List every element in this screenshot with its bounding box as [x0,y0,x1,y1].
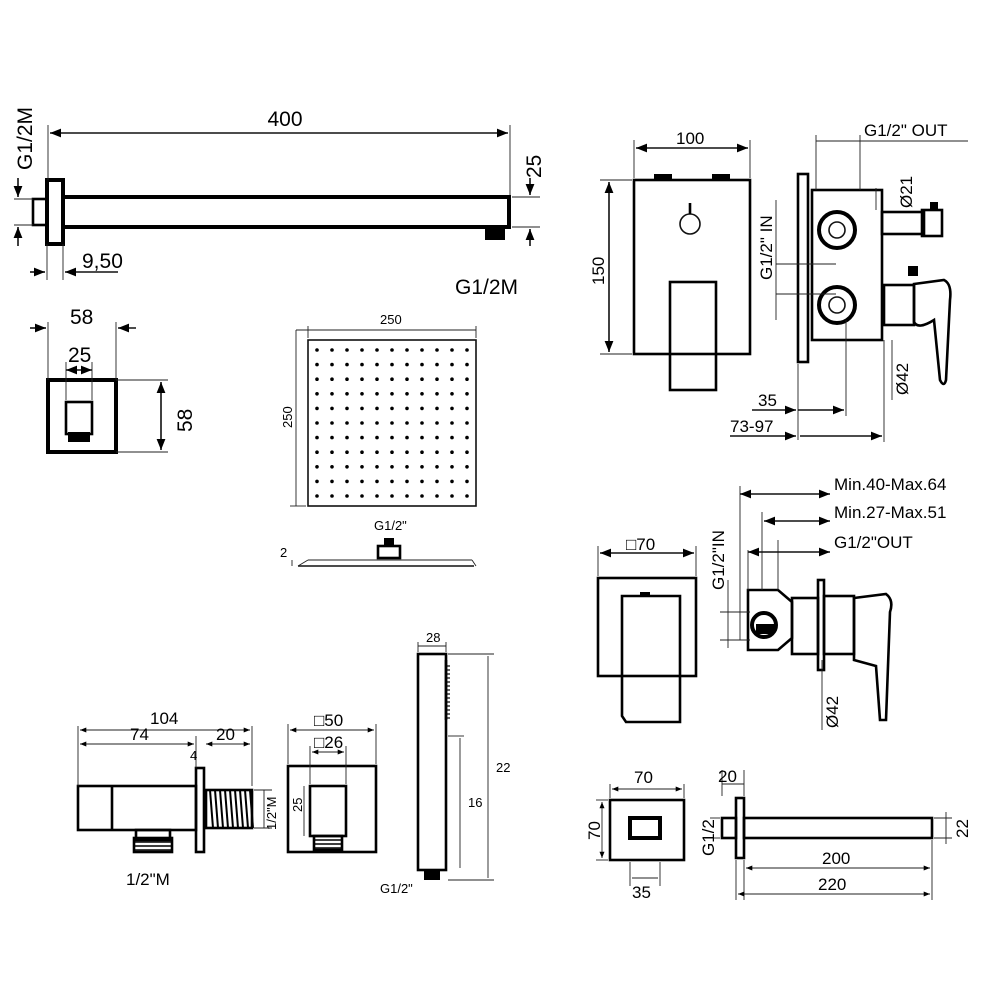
spout-total-label: 220 [818,875,846,894]
spout-projection-label: 200 [822,849,850,868]
holder-plate [286,764,378,854]
spout-plate-w-label: 70 [634,768,653,787]
elbow-thread-len-label: 20 [216,725,235,744]
arm-wall-flange [45,178,65,246]
hand-shower-body [416,652,448,872]
elbow-bottom-thread-label: 1/2"M [126,870,170,889]
spout-insert-label: 35 [632,883,651,902]
mixer3-inlet-label: G1/2" IN [757,215,776,280]
head-thickness-label: 2 [280,545,287,560]
hand-shower-connector [424,870,440,880]
spout-thread-label: G1/2 [699,819,718,856]
arm-length-label: 400 [267,108,302,131]
mixer-3way-drawing: 100 150 G1/2" OUT Ø21 G1/2" IN Ø42 [589,121,968,442]
arm-wall-thread-label: G1/2M [14,107,37,170]
mixer3-depth-range-label: 73-97 [730,417,773,436]
wall-outlet-small-drawing: 58 25 58 [30,306,197,454]
spout-plate [608,798,686,862]
hand-length-label: 22 [496,760,510,775]
holder-plate-label: □50 [314,711,343,730]
elbow-body [76,784,198,832]
spout-height-label: 22 [953,819,972,838]
wall-elbow-drawing: 104 74 20 4 1/2"M 1/2"M [76,709,279,889]
arm-outlet-thread [485,226,505,240]
mixer2-range1-label: Min.40-Max.64 [834,475,946,494]
head-face [307,339,477,507]
mixer3-lever [668,280,718,392]
hand-width-label: 28 [426,630,440,645]
hand-handle-label: 16 [468,795,482,810]
mixer3-diverter-knob [679,213,701,235]
mixer3-width-label: 100 [676,129,704,148]
mixer2-plate [596,576,698,678]
spout-drawing: 70 70 35 20 G1/2 22 200 220 [585,767,972,902]
holder-inner-label: □26 [314,733,343,752]
head-nozzles [315,348,469,498]
mixer2-side-lever [852,592,893,722]
mixer3-side-body [810,188,884,342]
arm-tube [61,195,511,229]
elbow-body-label: 74 [130,725,149,744]
mixer2-body-dia-label: Ø42 [823,696,842,728]
mixer-2way-drawing: □70 Min.40-Max.64 Min.27-Max.51 G1/2"OUT… [596,475,946,730]
outlet-thread [68,432,90,442]
arm-wall-thread [31,197,49,227]
mixer3-height-label: 150 [589,257,608,285]
spout-tube [742,816,934,840]
mixer2-lever [620,594,682,724]
mixer3-side-lever [912,278,952,386]
hand-connection-label: G1/2" [380,881,413,896]
mixer3-outlet-label: G1/2" OUT [864,121,948,140]
outlet-width-label: 58 [70,306,93,329]
mixer2-plate-label: □70 [626,535,655,554]
outlet-height-label: 58 [174,409,197,432]
elbow-bottom-thread [132,836,174,854]
arm-flange-offset-label: 9,50 [82,250,123,273]
mixer2-body [790,596,820,656]
spout-insert [628,816,662,840]
hose-holder-drawing: □50 □26 25 [286,711,378,854]
head-connection-label: G1/2" [374,518,407,533]
mixer3-port-bottom [817,285,857,325]
mixer2-outlet-label: G1/2"OUT [834,533,913,552]
spout-plate-h-label: 70 [585,821,604,840]
arm-outlet-thread-label: G1/2M [455,276,518,299]
arm-height-label: 25 [523,155,546,178]
mixer3-side-plate [796,172,810,364]
shower-arm-drawing: 400 G1/2M 25 9,50 G1/2M [13,107,546,299]
spout-flange-label: 20 [718,767,737,786]
head-depth-label: 250 [280,406,295,428]
mixer3-port-top [817,210,857,250]
hand-shower-drawing: 28 22 16 G1/2" [380,630,510,896]
mixer3-port-dia-label: Ø21 [897,176,916,208]
mixer3-body-dia-label: Ø42 [893,363,912,395]
shower-head-drawing: 250 250 G1/2" 2 [280,312,477,567]
mixer3-depth-min-label: 35 [758,391,777,410]
elbow-total-label: 104 [150,709,178,728]
outlet-body [64,400,94,436]
elbow-flange-label: 4 [190,748,197,763]
head-width-label: 250 [380,312,402,327]
mixer3-outlet-stub [880,210,926,236]
outlet-inner-label: 25 [68,344,91,367]
elbow-flange [194,766,206,854]
mixer3-plate [632,178,752,356]
mixer2-range2-label: Min.27-Max.51 [834,503,946,522]
elbow-side-thread-label: 1/2"M [264,796,279,830]
mixer2-inlet-label: G1/2"IN [709,530,728,590]
outlet-plate [46,378,118,454]
holder-height-label: 25 [290,798,305,812]
head-connector [376,544,402,560]
holder-body [308,784,348,838]
